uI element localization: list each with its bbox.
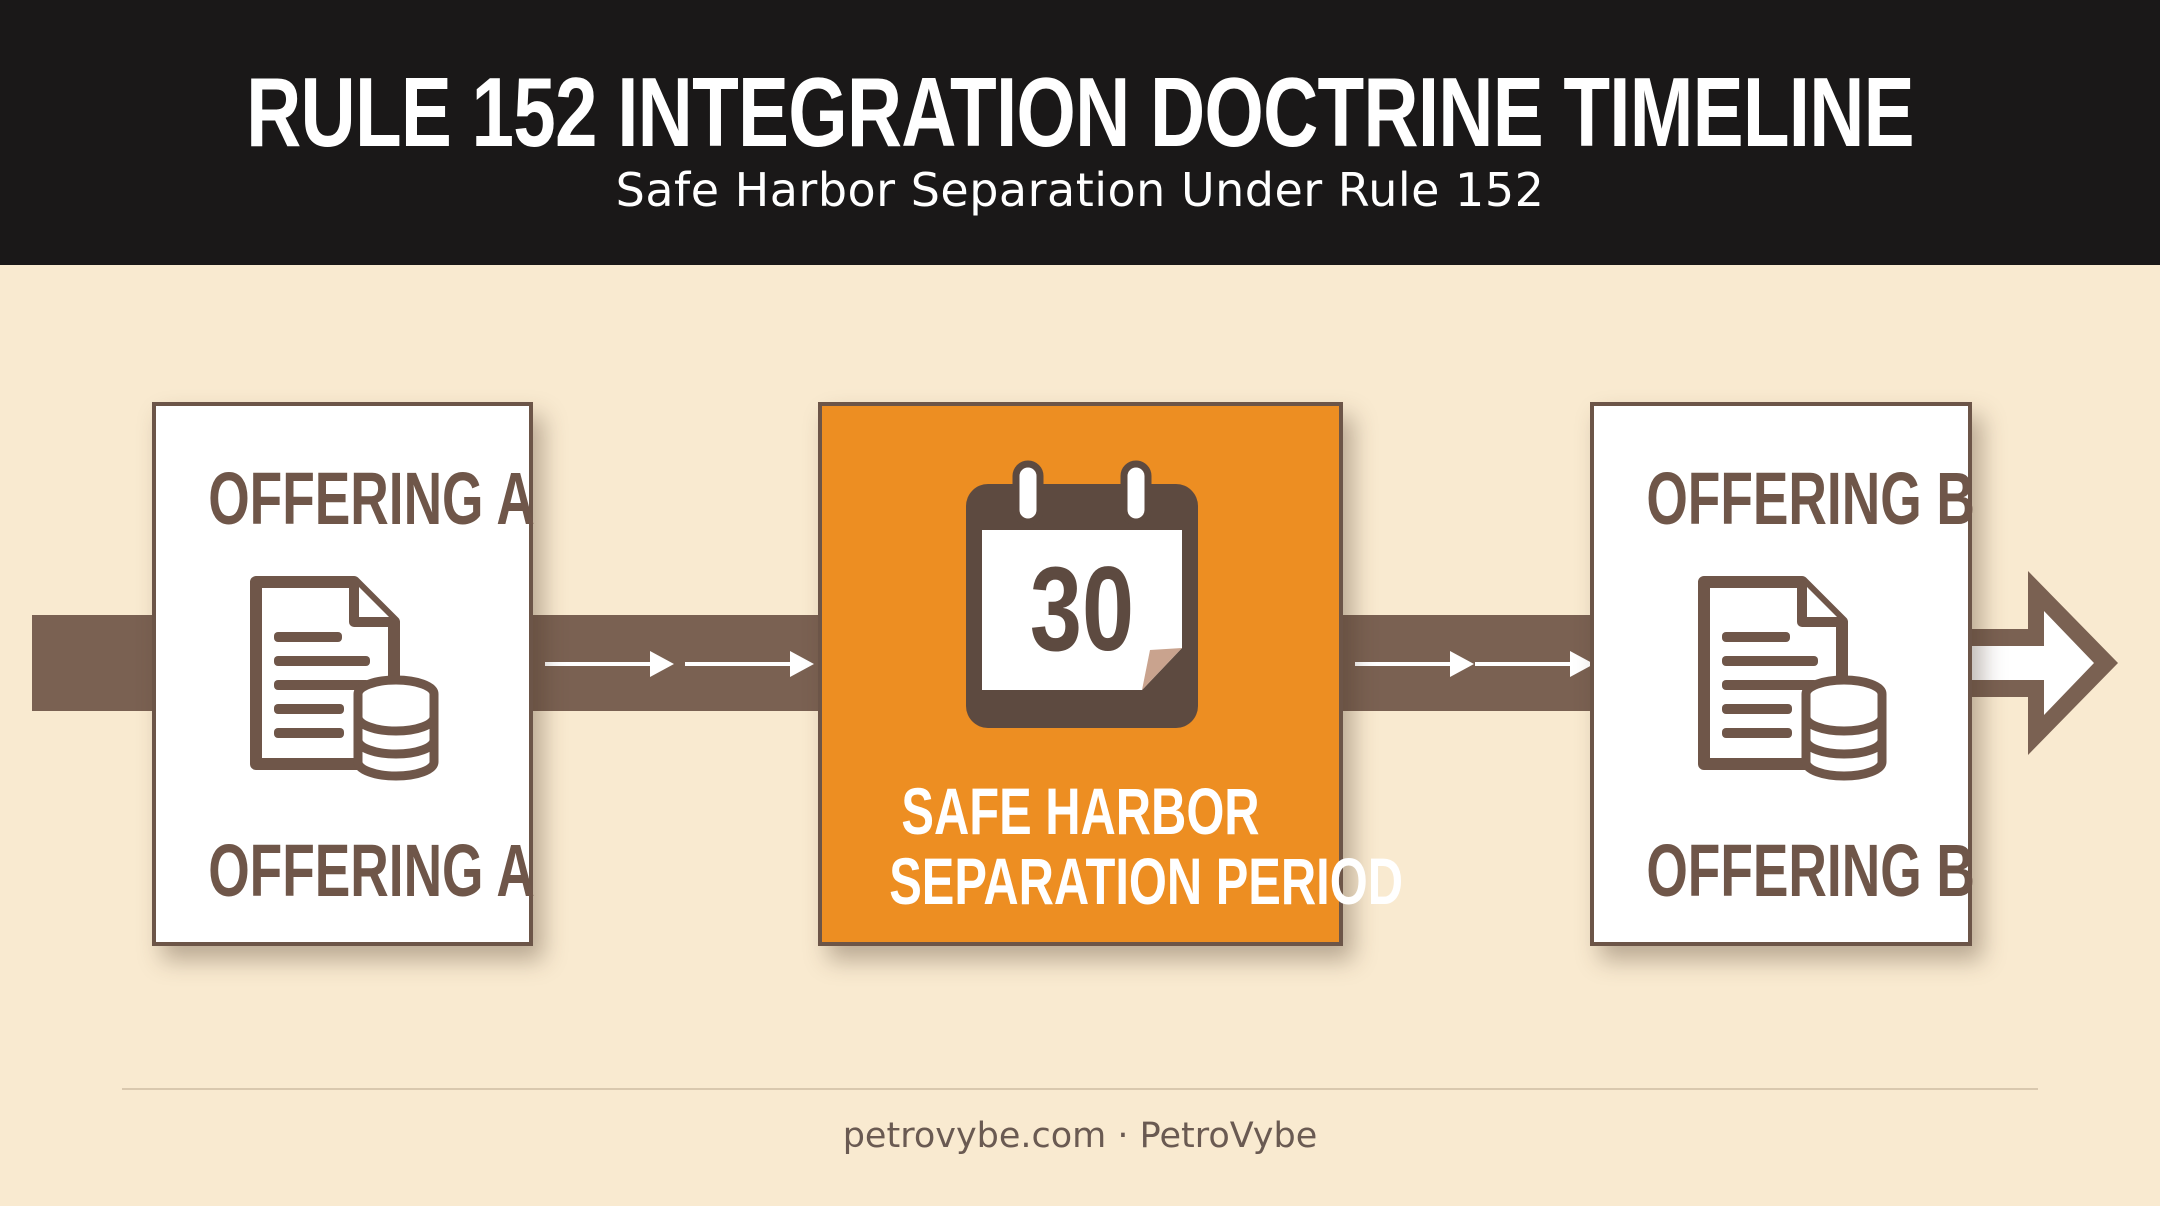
safe-harbor-card: 30 SAFE HARBOR SEPARATION PERIOD bbox=[818, 402, 1403, 946]
offering-a-bottom-label: OFFERING A bbox=[208, 829, 535, 912]
timeline-band-start bbox=[32, 615, 157, 711]
safe-harbor-label-line1: SAFE HARBOR bbox=[901, 774, 1260, 848]
document-database-icon bbox=[250, 576, 439, 781]
page-subtitle: Safe Harbor Separation Under Rule 152 bbox=[615, 163, 1545, 217]
calendar-days-number: 30 bbox=[1029, 542, 1135, 676]
page-title: RULE 152 INTEGRATION DOCTRINE TIMELINE bbox=[246, 57, 1915, 167]
footer-divider bbox=[122, 1088, 2038, 1090]
offering-a-top-label: OFFERING A bbox=[208, 457, 535, 540]
safe-harbor-label-line2: SEPARATION PERIOD bbox=[889, 844, 1403, 918]
calendar-icon: 30 bbox=[960, 458, 1204, 734]
timeline-end-arrow-icon bbox=[1968, 571, 2118, 755]
offering-b-bottom-label: OFFERING B bbox=[1646, 829, 1975, 912]
offering-b-top-label: OFFERING B bbox=[1646, 457, 1975, 540]
document-database-icon bbox=[1698, 576, 1887, 781]
footer-credit: petrovybe.com · PetroVybe bbox=[842, 1116, 1318, 1156]
offering-b-card: OFFERING B OFFERING B bbox=[1590, 402, 1975, 946]
offering-a-card: OFFERING A OFFERING A bbox=[152, 402, 535, 946]
header-bar: RULE 152 INTEGRATION DOCTRINE TIMELINE S… bbox=[0, 0, 2160, 265]
